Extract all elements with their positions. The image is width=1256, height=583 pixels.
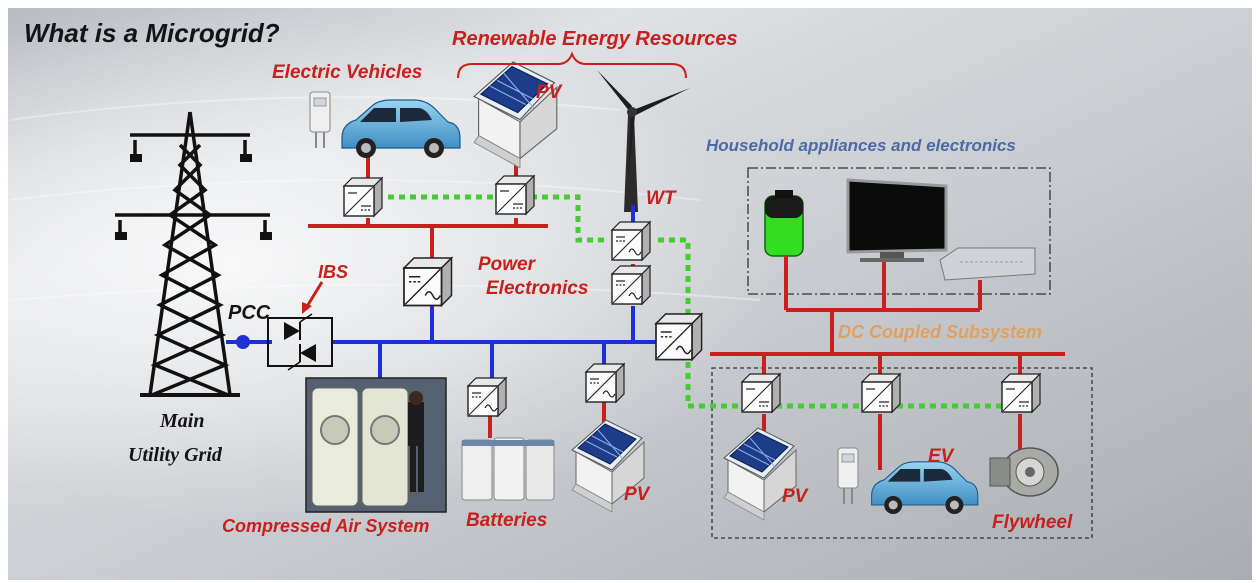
pv-top-label: PV	[536, 82, 562, 103]
main-grid-label-2: Utility Grid	[128, 444, 222, 466]
electric-vehicles-label: Electric Vehicles	[272, 62, 423, 83]
renewable-brace	[457, 51, 687, 79]
household-appliances-box	[747, 167, 1051, 295]
ibs-label: IBS	[318, 262, 349, 282]
battery-icon	[764, 190, 804, 257]
flywheel-icon	[989, 447, 1059, 497]
page-title: What is a Microgrid?	[24, 18, 280, 48]
pcc-node	[236, 335, 250, 349]
ac-bus	[226, 205, 672, 380]
pcc-label: PCC	[228, 302, 271, 324]
tv-icon	[846, 178, 948, 262]
power-electronics-label-1: Power	[478, 254, 536, 275]
battery-bank-icon	[461, 437, 555, 501]
pv-bottom-label: PV	[624, 484, 650, 505]
batteries-label: Batteries	[466, 510, 548, 531]
wind-turbine-icon	[597, 70, 690, 212]
flywheel-label: Flywheel	[992, 512, 1073, 533]
communication-links	[388, 194, 1005, 409]
renewable-label: Renewable Energy Resources	[452, 28, 738, 50]
dc-coupled-label: DC Coupled Subsystem	[838, 322, 1043, 342]
ev-label: EV	[928, 446, 954, 467]
dc-subsystem-box	[711, 367, 1093, 539]
dc-buses	[308, 150, 1065, 470]
compressed-air-photo	[305, 377, 447, 513]
transmission-tower-icon	[115, 111, 270, 397]
thyristor-switch-icon	[267, 313, 333, 371]
compressed-air-label: Compressed Air System	[222, 516, 430, 536]
pv-dc-label: PV	[782, 486, 808, 507]
wt-label: WT	[646, 188, 676, 209]
ibs-arrow	[304, 281, 324, 309]
household-label: Household appliances and electronics	[706, 136, 1016, 155]
power-electronics-label-2: Electronics	[486, 278, 589, 299]
router-icon	[939, 247, 1036, 281]
main-grid-label-1: Main	[160, 410, 205, 432]
